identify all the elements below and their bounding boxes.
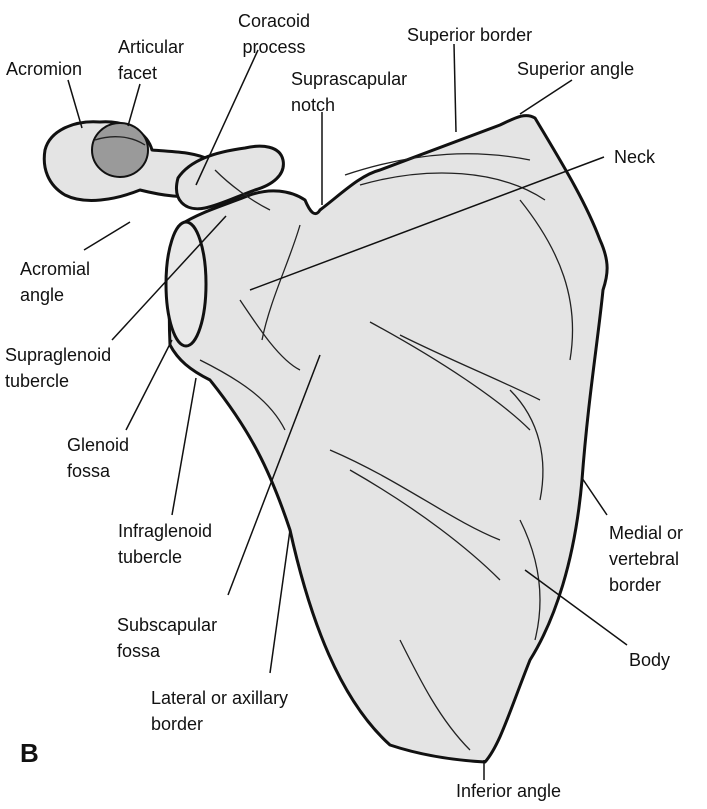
- suprascapular-notch-label: Suprascapular notch: [291, 66, 407, 118]
- body-label: Body: [629, 647, 670, 673]
- supraglenoid-tubercle-label: Supraglenoid tubercle: [5, 342, 111, 394]
- medial-border-label: Medial or vertebral border: [609, 520, 683, 598]
- panel-letter: B: [20, 738, 39, 769]
- glenoid-fossa-shape: [166, 222, 206, 346]
- inferior-angle-label: Inferior angle: [456, 778, 561, 804]
- superior-border-label: Superior border: [407, 22, 532, 48]
- acromion-label: Acromion: [6, 56, 82, 82]
- subscapular-fossa-label: Subscapular fossa: [117, 612, 217, 664]
- acromial-angle-label: Acromial angle: [20, 256, 90, 308]
- articular-facet-label: Articular facet: [118, 34, 184, 86]
- superior-angle-label: Superior angle: [517, 56, 634, 82]
- glenoid-fossa-label: Glenoid fossa: [67, 432, 129, 484]
- neck-label: Neck: [614, 144, 655, 170]
- lateral-border-label: Lateral or axillary border: [151, 685, 288, 737]
- articular-facet-shape: [92, 123, 148, 177]
- scapula-body-outline: [169, 116, 607, 762]
- coracoid-process-label: Coracoid process: [238, 8, 310, 60]
- infraglenoid-tubercle-label: Infraglenoid tubercle: [118, 518, 212, 570]
